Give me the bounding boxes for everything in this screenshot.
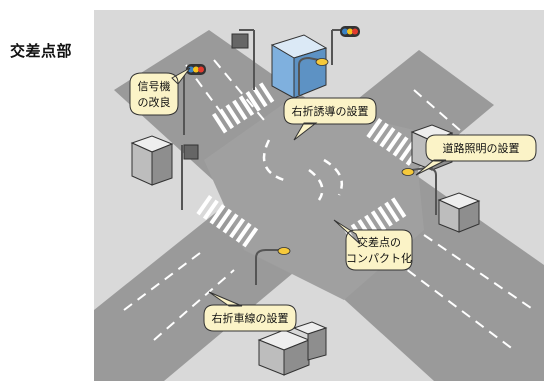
callout-compact: 交差点の コンパクト化 — [333, 219, 413, 271]
building-right-bottom — [437, 192, 481, 233]
buildings — [130, 34, 481, 376]
callout-right-lane: 右折車線の設置 — [203, 291, 297, 332]
signal-mid-left — [181, 144, 199, 210]
signal-top-left — [231, 29, 255, 90]
building-bottom — [257, 321, 328, 376]
section-title: 交差点部 — [10, 42, 73, 60]
signal-top-right — [331, 26, 360, 65]
callout-compact-line1: 交差点の — [357, 235, 401, 249]
street-light-bottom — [255, 249, 279, 285]
callout-signal-line1: 信号機 — [138, 79, 171, 93]
intersection-illustration: 信号機 の改良 右折誘導の設置 道路照明の設置 交差点の コンパクト化 右折車線… — [94, 10, 544, 381]
building-left — [130, 135, 174, 186]
callout-right-lane-text: 右折車線の設置 — [212, 311, 289, 325]
signal-left — [183, 64, 206, 135]
callout-lighting: 道路照明の設置 — [415, 134, 537, 176]
callout-signal-line2: の改良 — [138, 95, 171, 109]
street-light-top — [298, 56, 320, 95]
callout-guide-text: 右折誘導の設置 — [292, 104, 369, 118]
traffic-signals — [181, 26, 360, 210]
street-lights — [255, 56, 437, 285]
lane-markings — [123, 59, 535, 351]
intersection-svg: 信号機 の改良 右折誘導の設置 道路照明の設置 交差点の コンパクト化 右折車線… — [94, 26, 544, 381]
road-network — [94, 30, 544, 381]
callout-signal: 信号機 の改良 — [129, 67, 191, 116]
callout-lighting-text: 道路照明の設置 — [443, 141, 520, 155]
callout-compact-line2: コンパクト化 — [346, 251, 412, 265]
right-turn-guide-lines — [262, 139, 344, 201]
callout-guide: 右折誘導の設置 — [283, 97, 377, 141]
crosswalks — [196, 82, 422, 249]
